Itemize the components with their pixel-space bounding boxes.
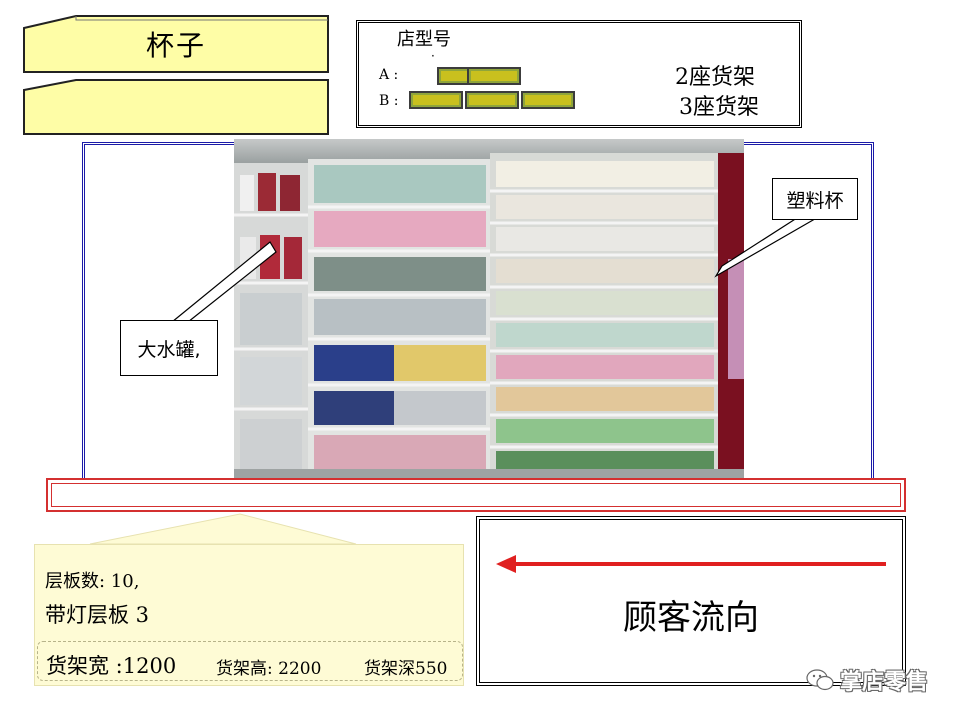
subtab-shape (23, 79, 329, 135)
category-title: 杯子 (145, 29, 206, 62)
customer-flow-label: 顾客流向 (623, 598, 759, 638)
watermark-text: 掌店零售 (840, 670, 929, 695)
lit-shelf-count: 带灯层板 3 (45, 603, 150, 627)
shelf-height: 货架高: 2200 (216, 659, 322, 679)
legend-row-b-label: B : (379, 93, 399, 109)
customer-flow-panel: 顾客流向 (476, 516, 906, 686)
shelf-depth: 货架深550 (364, 659, 448, 679)
dimension-row: 货架宽 :1200 货架高: 2200 货架深550 (37, 641, 463, 681)
store-model-legend: 店型号 · A : B : 2座货架 3座货架 (356, 20, 802, 128)
flow-arrow-icon (496, 555, 886, 573)
legend-title: 店型号 (397, 29, 451, 50)
category-tab: 杯子 (22, 14, 330, 74)
shelf-segment (467, 67, 521, 85)
legend-row-a-label: A : (379, 67, 399, 83)
legend-row-b-text: 3座货架 (679, 95, 759, 120)
shelf-photo (234, 139, 744, 479)
category-tab-shape (23, 15, 329, 73)
shelf-base-bar (46, 478, 906, 512)
shelf-segment (465, 91, 519, 109)
wechat-icon (806, 669, 834, 691)
shelf-width: 货架宽 :1200 (46, 654, 177, 678)
legend-dot: · (431, 49, 435, 63)
shelf-segment (521, 91, 575, 109)
callout-plastic-cup: 塑料杯 (772, 178, 858, 220)
shelf-count: 层板数: 10, (45, 571, 140, 592)
shelf-spec-panel: 层板数: 10, 带灯层板 3 货架宽 :1200 货架高: 2200 货架深5… (34, 544, 464, 686)
legend-row-a-text: 2座货架 (675, 65, 755, 90)
shelf-segment (409, 91, 463, 109)
callout-water-jug: 大水罐, (120, 320, 218, 376)
category-subtab (22, 78, 330, 136)
watermark: 掌店零售 (806, 664, 928, 696)
